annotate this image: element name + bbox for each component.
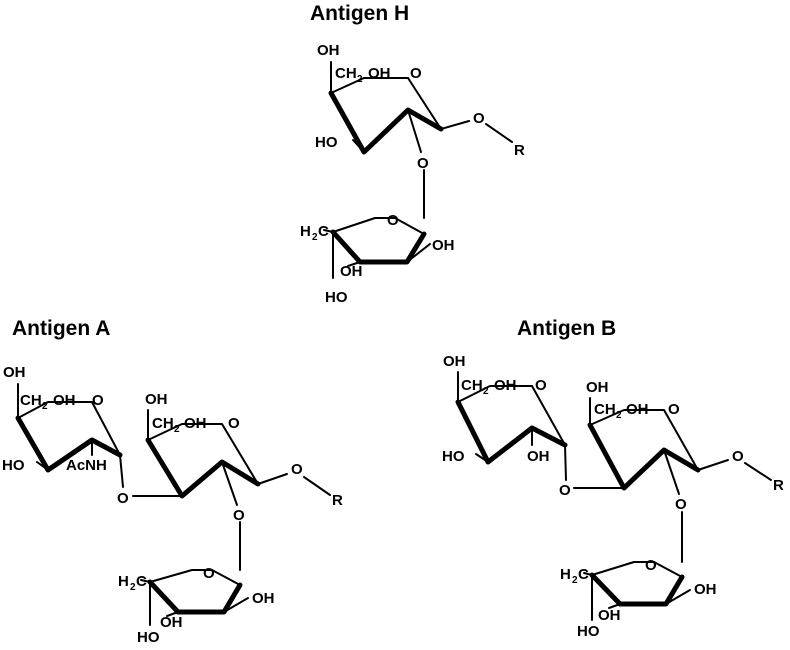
- antigen-h-glycosidic-o: O: [473, 110, 485, 127]
- antigen-b-terminal-galactose-ring: [455, 371, 568, 481]
- antigen-a-fucose-oh-right: OH: [252, 590, 275, 607]
- antigen-a-fucose-ring: [140, 521, 249, 626]
- antigen-a-glycosidic-o: O: [291, 461, 303, 478]
- antigen-a-galnac-oh-top: OH: [3, 364, 26, 381]
- antigen-a-galnac-ch: CH: [20, 392, 42, 409]
- antigen-h-ch-label: CH: [335, 65, 357, 82]
- antigen-a-gal-oh-top: OH: [145, 391, 168, 408]
- antigen-h-fucose-ho-bottom: HO: [325, 289, 348, 306]
- antigen-b-fucose-oh-right: OH: [694, 581, 717, 598]
- antigen-a-galnac-ch-sub: 2: [42, 401, 48, 412]
- antigen-b-fucose-oxygen: O: [645, 557, 657, 574]
- antigen-h-fucose-oh-mid: OH: [340, 263, 363, 280]
- antigen-h-h3c-c: C: [318, 223, 329, 240]
- antigen-b-h3c-c: C: [578, 566, 589, 583]
- antigen-b-structure: Antigen B OH CH 2 OH O HO OH O OH CH: [442, 317, 784, 640]
- antigen-h-galactose-ring: [328, 61, 513, 155]
- antigen-h-title: Antigen H: [310, 2, 409, 25]
- antigen-b-galactose-ring: [573, 397, 772, 495]
- antigen-h-r-group: R: [514, 142, 525, 159]
- antigen-a-gal-ch: CH: [152, 415, 174, 432]
- antigen-h-linking-o: O: [417, 155, 429, 172]
- antigen-b-gal1-oh-mid: OH: [527, 448, 550, 465]
- antigen-a-fucose-ho-bottom: HO: [137, 629, 160, 645]
- antigen-h-fucose-oh-right: OH: [432, 237, 455, 254]
- antigen-b-linking-o-fucose: O: [675, 496, 687, 513]
- antigen-b-fucose-ho-bottom: HO: [577, 623, 600, 640]
- antigen-b-gal1-oh-ch2: OH: [494, 377, 517, 394]
- antigen-b-fucose-oh-mid: OH: [598, 607, 621, 624]
- antigen-b-linking-o-left: O: [559, 482, 571, 499]
- antigen-b-gal2-ring-oxygen: O: [668, 401, 680, 418]
- antigen-b-gal2-oh-top: OH: [586, 379, 609, 396]
- antigen-h-fucose-ring: [323, 169, 431, 279]
- antigen-b-h3c-sub: 2: [572, 575, 578, 586]
- antigen-a-gal-ch-sub: 2: [174, 424, 180, 435]
- antigen-b-gal2-oh-ch2: OH: [626, 401, 649, 418]
- antigen-h-ch-sub: 2: [357, 74, 363, 85]
- antigen-b-gal1-oh-top: OH: [443, 353, 466, 370]
- antigen-h-oh-top: OH: [317, 42, 340, 59]
- antigen-a-gal-oh-ch2: OH: [184, 415, 207, 432]
- antigen-h-ho-left: HO: [315, 134, 338, 151]
- antigen-a-acnh: AcNH: [66, 457, 107, 474]
- antigen-a-galnac-ring: [15, 383, 124, 488]
- antigen-h-ring-oxygen: O: [410, 65, 422, 82]
- antigen-b-r-group: R: [773, 477, 784, 494]
- antigen-b-title: Antigen B: [517, 317, 616, 340]
- antigen-b-gal1-ring-oxygen: O: [535, 377, 547, 394]
- antigen-a-galnac-ho: HO: [2, 457, 25, 474]
- antigen-a-linking-o-left: O: [117, 490, 129, 507]
- antigen-a-structure: Antigen A OH CH 2 OH O HO AcNH O OH C: [2, 317, 343, 646]
- antigen-a-fucose-oh-mid: OH: [160, 614, 183, 631]
- antigen-h-oh-ch2: OH: [368, 65, 391, 82]
- antigen-b-gal1-ho: HO: [442, 448, 465, 465]
- antigen-b-fucose-ring: [583, 511, 691, 621]
- antigen-a-fucose-oxygen: O: [203, 565, 215, 582]
- antigen-a-r-group: R: [332, 492, 343, 509]
- antigen-b-glycosidic-o: O: [732, 448, 744, 465]
- antigen-b-gal1-ch: CH: [461, 377, 483, 394]
- antigen-a-galnac-oh-ch2: OH: [53, 392, 76, 409]
- antigen-b-gal1-ch-sub: 2: [483, 386, 489, 397]
- antigen-a-h3c-c: C: [136, 573, 147, 590]
- antigen-a-h3c-sub: 2: [130, 582, 136, 593]
- antigen-a-gal-ring-oxygen: O: [228, 415, 240, 432]
- antigen-h-fucose-oxygen: O: [387, 212, 399, 229]
- antigen-h-h3c-sub: 2: [312, 232, 318, 243]
- antigen-a-h3c-h: H: [118, 573, 129, 590]
- antigen-a-linking-o-fucose: O: [233, 507, 245, 524]
- antigen-b-h3c-h: H: [560, 566, 571, 583]
- antigen-b-gal2-ch-sub: 2: [616, 410, 622, 421]
- antigen-h-structure: Antigen H OH CH 2 OH O HO O R O: [300, 2, 525, 306]
- antigen-a-galactose-ring: [132, 409, 331, 506]
- antigen-h-h3c-h: H: [300, 223, 311, 240]
- antigen-a-title: Antigen A: [12, 317, 110, 340]
- antigen-a-galnac-ring-oxygen: O: [92, 392, 104, 409]
- antigen-b-gal2-ch: CH: [594, 401, 616, 418]
